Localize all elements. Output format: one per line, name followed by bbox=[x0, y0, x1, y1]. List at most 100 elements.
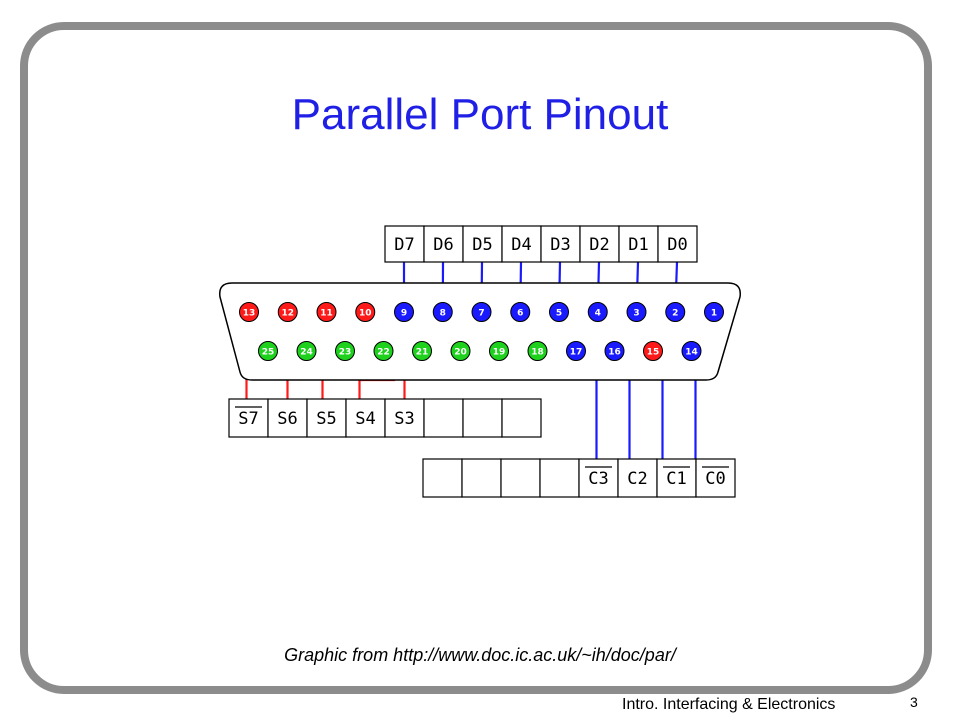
pin-dot bbox=[239, 302, 259, 322]
register-cell bbox=[501, 398, 542, 438]
register-cell bbox=[228, 398, 269, 438]
db25-connector-shell bbox=[219, 282, 741, 381]
pin-number: 5 bbox=[556, 309, 562, 319]
pin-dot bbox=[296, 341, 317, 361]
register-cell bbox=[422, 458, 463, 498]
pin-dot bbox=[566, 341, 586, 361]
slide-title: Parallel Port Pinout bbox=[291, 90, 669, 139]
pin-2: 2 bbox=[665, 302, 686, 322]
register-bit-label: S3 bbox=[394, 409, 414, 429]
register-bit-label: D7 bbox=[394, 235, 414, 255]
pin-dot bbox=[258, 341, 278, 361]
pin-17: 17 bbox=[566, 341, 586, 361]
register-bit-label: D3 bbox=[550, 235, 570, 255]
pin-number: 7 bbox=[478, 309, 484, 319]
register-bit-label: S6 bbox=[277, 409, 297, 429]
register-bit-label: C2 bbox=[627, 469, 647, 489]
pin-number: 23 bbox=[339, 348, 352, 358]
pin-dot bbox=[489, 341, 509, 361]
pin-dot bbox=[527, 341, 548, 361]
page-number: 3 bbox=[910, 694, 918, 710]
pin-8: 8 bbox=[432, 302, 453, 322]
pin-19: 19 bbox=[489, 341, 509, 361]
pin-number: 24 bbox=[300, 348, 313, 358]
register-cell bbox=[423, 398, 464, 438]
pin-number: 25 bbox=[262, 348, 275, 358]
pin-22: 22 bbox=[373, 341, 394, 361]
pin-dot bbox=[681, 341, 702, 361]
register-bit-label: D6 bbox=[433, 235, 453, 255]
register-cell bbox=[539, 458, 580, 498]
pin-number: 11 bbox=[320, 309, 333, 319]
register-bit-label: S5 bbox=[316, 409, 336, 429]
pin-number: 21 bbox=[416, 348, 429, 358]
pin-21: 21 bbox=[412, 341, 432, 361]
pin-dot bbox=[549, 302, 569, 322]
pin-number: 8 bbox=[440, 309, 446, 319]
pin-12: 12 bbox=[277, 302, 298, 322]
pin-dot bbox=[643, 341, 663, 361]
register-cell bbox=[423, 225, 464, 263]
pin-number: 13 bbox=[243, 309, 256, 319]
pin-dot bbox=[373, 341, 394, 361]
register-bit-label: S7 bbox=[238, 409, 258, 429]
register-bit-label: C1 bbox=[666, 469, 686, 489]
register-cell bbox=[500, 458, 541, 498]
pin-number: 19 bbox=[493, 348, 506, 358]
pin-7: 7 bbox=[471, 302, 492, 322]
pin-dot bbox=[626, 302, 647, 322]
pin-4: 4 bbox=[587, 302, 608, 322]
pin-24: 24 bbox=[296, 341, 317, 361]
pin-3: 3 bbox=[626, 302, 647, 322]
pin-10: 10 bbox=[355, 302, 376, 322]
register-cell bbox=[695, 458, 736, 498]
register-bit-label: D1 bbox=[628, 235, 648, 255]
register-cell bbox=[462, 225, 503, 263]
register-cell bbox=[306, 398, 347, 438]
slide-frame bbox=[20, 22, 932, 694]
pin-number: 3 bbox=[633, 309, 639, 319]
pin-15: 15 bbox=[643, 341, 663, 361]
pin-dot bbox=[316, 302, 337, 322]
register-cell bbox=[618, 225, 659, 263]
register-cell bbox=[657, 225, 698, 263]
pin-number: 12 bbox=[281, 309, 294, 319]
pin-dot bbox=[335, 341, 355, 361]
pin-13: 13 bbox=[239, 302, 259, 322]
pin-number: 4 bbox=[595, 309, 601, 319]
pin-number: 1 bbox=[711, 309, 717, 319]
pin-dot bbox=[412, 341, 432, 361]
pin-dot bbox=[510, 302, 531, 322]
register-cell bbox=[384, 398, 425, 438]
register-cell bbox=[617, 458, 658, 498]
status-register: S7 S6 S5 S4 S3 bbox=[228, 398, 542, 438]
graphic-credit-caption: Graphic from http://www.doc.ic.ac.uk/~ih… bbox=[284, 645, 676, 665]
register-cell bbox=[267, 398, 308, 438]
pin-dot bbox=[665, 302, 686, 322]
pin-1: 1 bbox=[704, 302, 724, 322]
register-cell bbox=[540, 225, 581, 263]
pin-16: 16 bbox=[604, 341, 625, 361]
pin-number: 10 bbox=[359, 309, 372, 319]
pin-dot bbox=[277, 302, 298, 322]
register-bit-label: D5 bbox=[472, 235, 492, 255]
register-cell bbox=[461, 458, 502, 498]
register-bit-label: S4 bbox=[355, 409, 375, 429]
pin-23: 23 bbox=[335, 341, 355, 361]
pin-5: 5 bbox=[549, 302, 569, 322]
pin-dot bbox=[587, 302, 608, 322]
pin-number: 17 bbox=[570, 348, 583, 358]
pin-dot bbox=[704, 302, 724, 322]
pin-number: 20 bbox=[454, 348, 467, 358]
pin-14: 14 bbox=[681, 341, 702, 361]
pin-18: 18 bbox=[527, 341, 548, 361]
register-bit-label: D0 bbox=[667, 235, 687, 255]
pin-number: 2 bbox=[672, 309, 678, 319]
pin-11: 11 bbox=[316, 302, 337, 322]
pin-number: 22 bbox=[377, 348, 390, 358]
